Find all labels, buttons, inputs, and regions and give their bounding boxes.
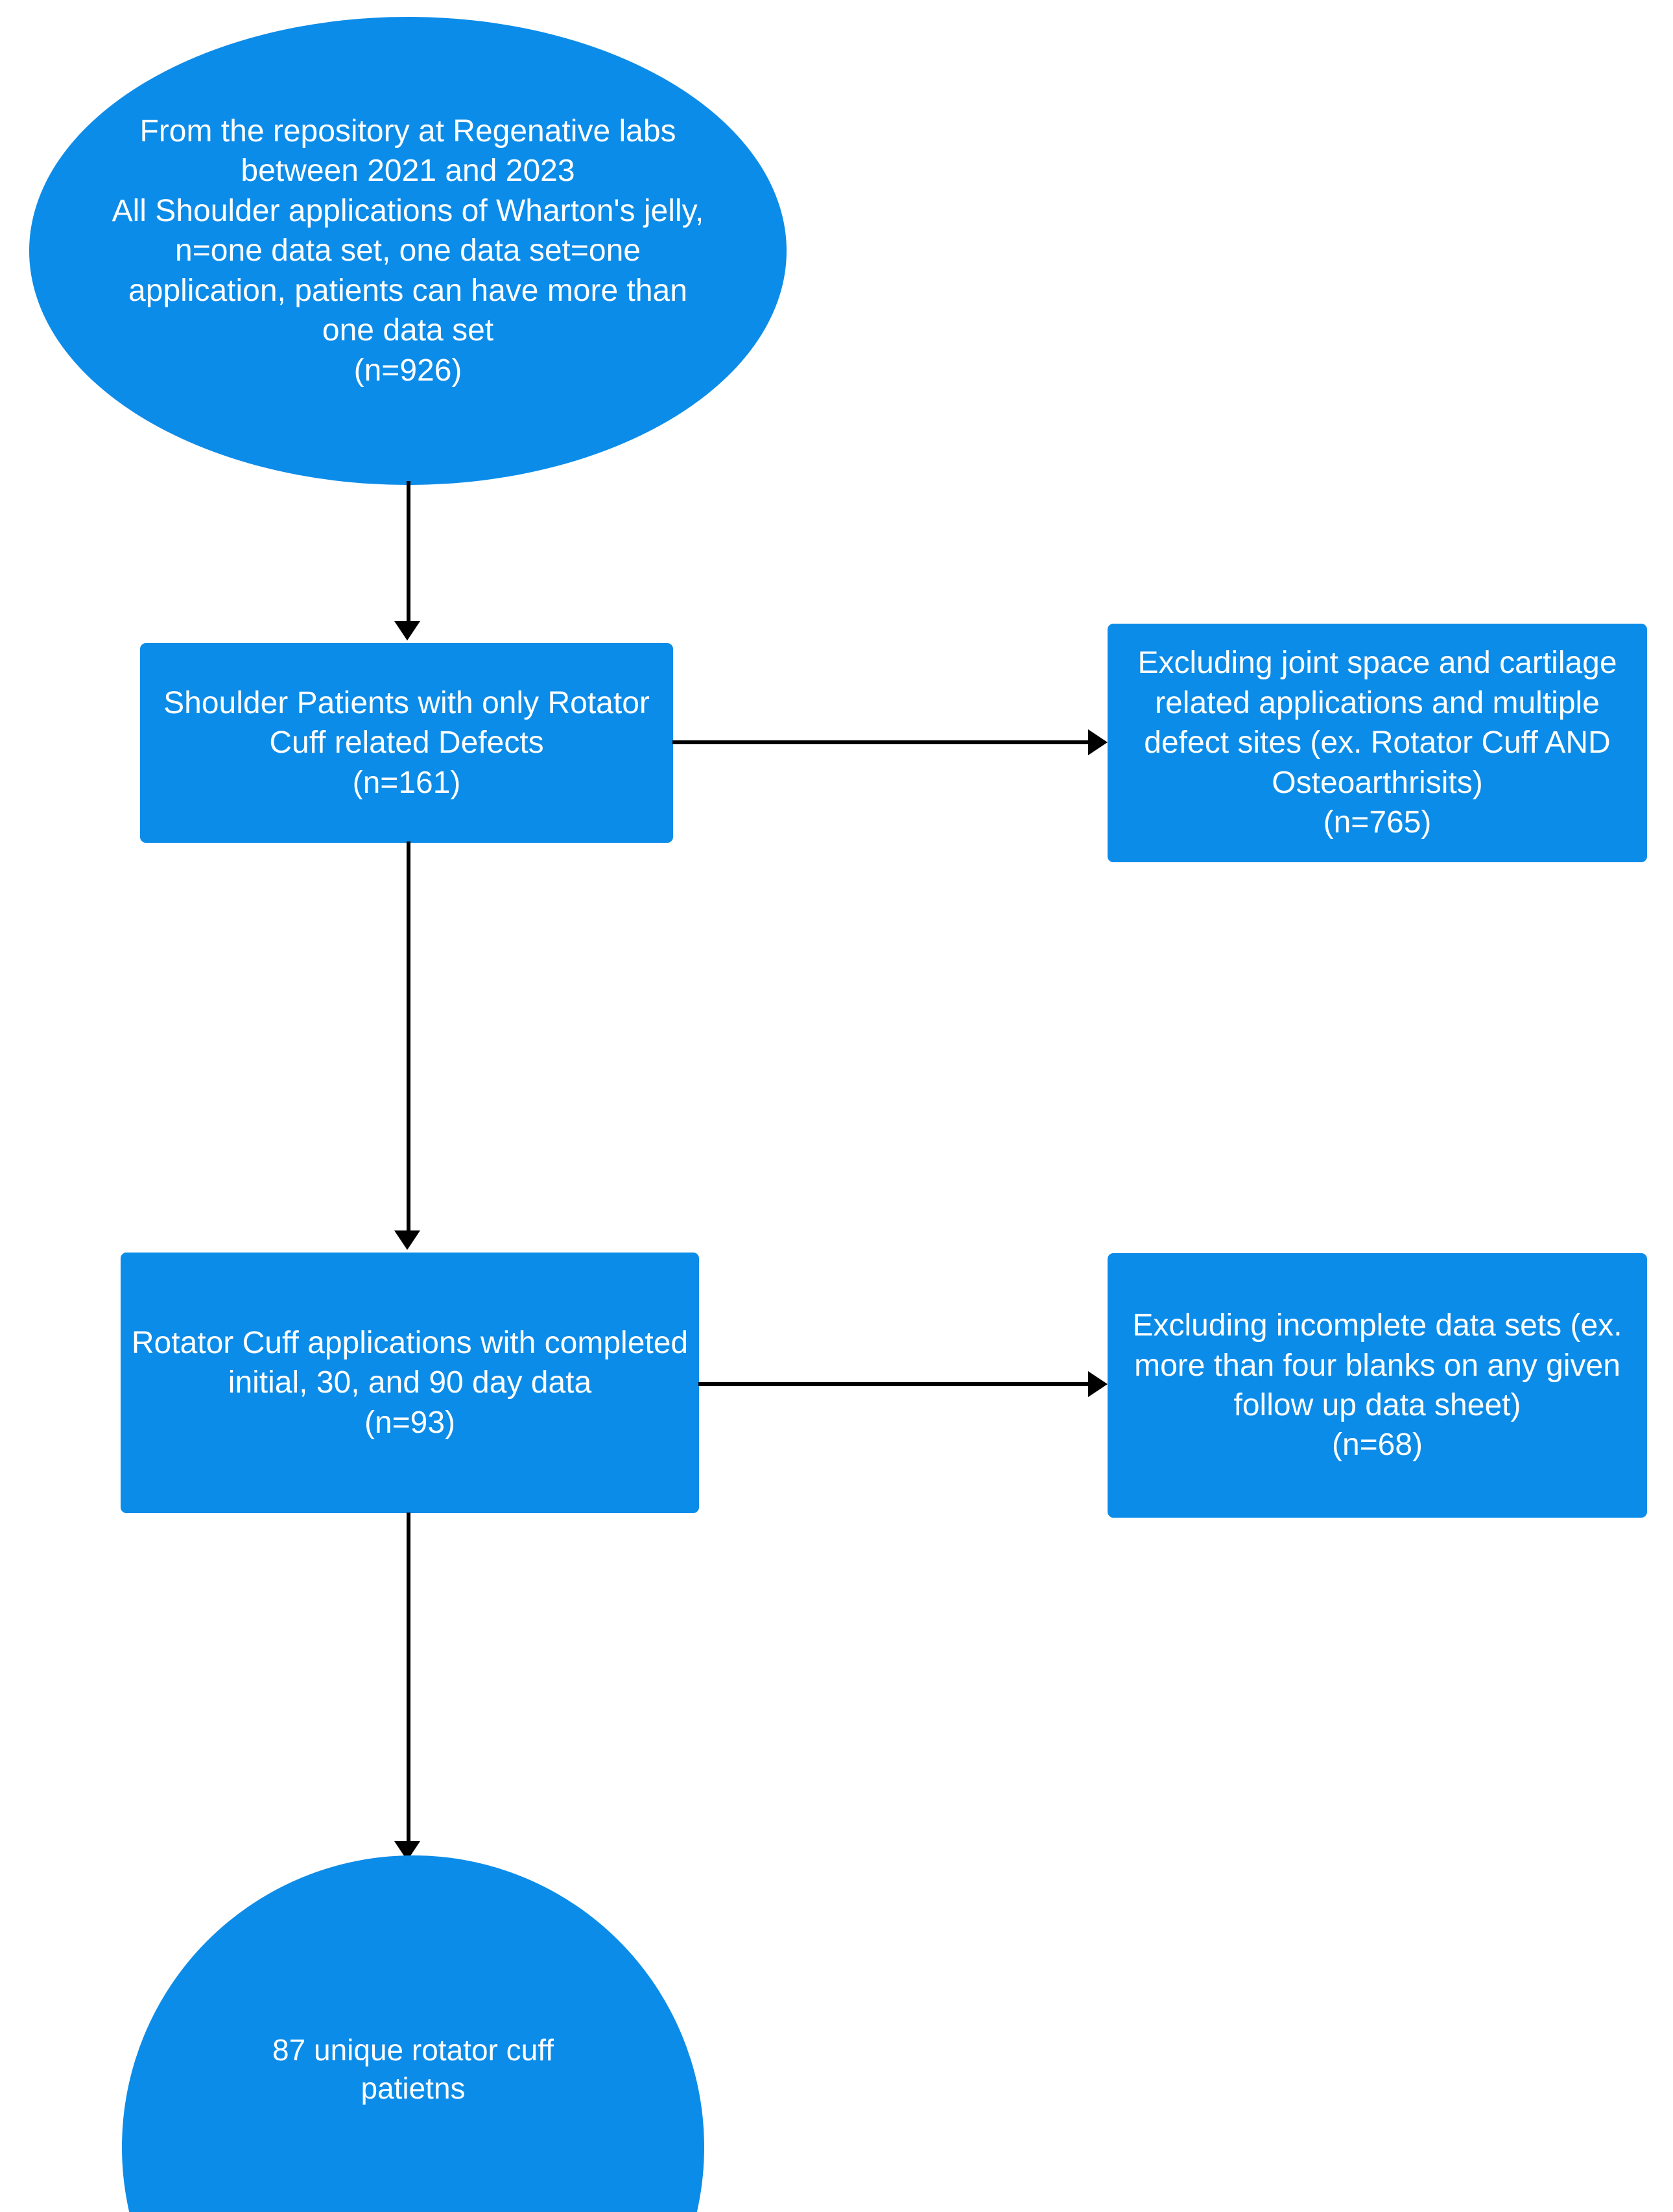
connector-shoulder-to-complete-arrowhead-icon (394, 1230, 420, 1250)
connector-shoulder-to-exclusion1-arrowhead-icon (1088, 729, 1108, 755)
connector-source-to-shoulder-arrowhead-icon (394, 621, 420, 641)
node-exclusion-joint-cartilage: Excluding joint space and cartilage rela… (1108, 624, 1647, 862)
connector-source-to-shoulder-line (407, 481, 410, 630)
node-source-repository-label: From the repository at Regenative labs b… (112, 113, 704, 388)
node-final-patients-label: 87 unique rotator cuff patietns (272, 2033, 554, 2105)
node-final-patients: 87 unique rotator cuff patietns (122, 1855, 704, 2212)
node-complete-data: Rotator Cuff applications with completed… (121, 1253, 699, 1513)
node-exclusion-joint-cartilage-label: Excluding joint space and cartilage rela… (1137, 646, 1617, 840)
node-exclusion-incomplete-data-label: Excluding incomplete data sets (ex. more… (1132, 1308, 1622, 1463)
node-source-repository: From the repository at Regenative labs b… (29, 17, 787, 485)
connector-complete-to-exclusion2-line (698, 1382, 1094, 1386)
connector-shoulder-to-exclusion1-line (672, 740, 1094, 744)
connector-complete-to-final-line (407, 1512, 410, 1856)
node-complete-data-label: Rotator Cuff applications with completed… (131, 1325, 689, 1440)
node-shoulder-rotator-cuff-label: Shoulder Patients with only Rotator Cuff… (163, 685, 650, 800)
connector-complete-to-exclusion2-arrowhead-icon (1088, 1371, 1108, 1397)
connector-shoulder-to-complete-line (407, 841, 410, 1237)
node-exclusion-incomplete-data: Excluding incomplete data sets (ex. more… (1108, 1253, 1647, 1518)
node-shoulder-rotator-cuff: Shoulder Patients with only Rotator Cuff… (140, 643, 673, 843)
